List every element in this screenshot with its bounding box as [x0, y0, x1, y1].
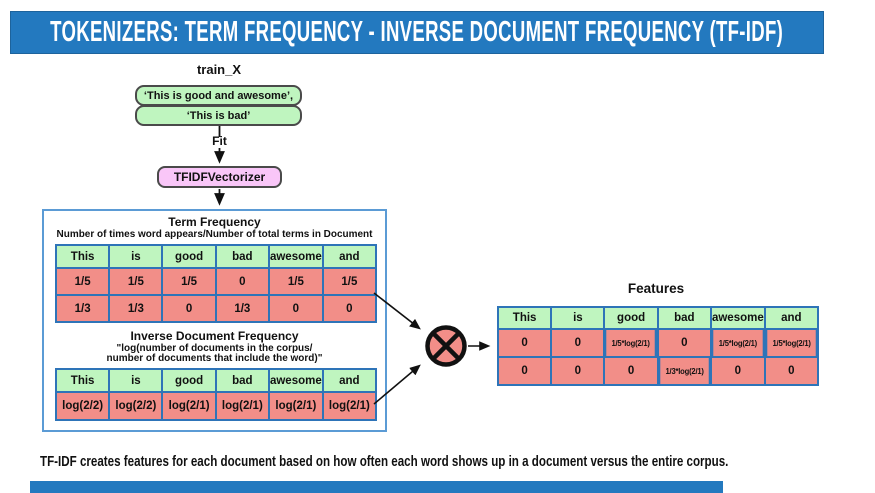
features-header-cell: awesome: [711, 308, 764, 328]
idf-title: Inverse Document Frequency: [130, 329, 299, 343]
tf-cell: 1/5: [323, 269, 375, 294]
tf-cell: 0: [216, 269, 268, 294]
tf-header-cell: awesome: [269, 246, 322, 267]
features-cell: 1/5*log(2/1): [606, 330, 656, 356]
features-cell: 0: [658, 330, 710, 356]
tf-cell: 0: [163, 296, 215, 321]
train-x-label: train_X: [196, 62, 242, 77]
features-cell: 0: [765, 358, 817, 384]
tf-title: Term Frequency: [168, 215, 261, 229]
footer-bar: [30, 481, 723, 493]
features-table: This is good bad awesome and 0 0 1/5*log…: [497, 306, 819, 386]
features-cell: 1/5*log(2/1): [767, 330, 816, 356]
idf-header-cell: awesome: [269, 370, 322, 391]
tf-cell: 0: [323, 296, 375, 321]
document-box-1: ‘This is good and awesome’,: [135, 85, 302, 106]
features-cell: 0: [605, 358, 657, 384]
idf-table: This is good bad awesome and log(2/2) lo…: [55, 368, 377, 421]
features-header-cell: This: [499, 308, 551, 328]
tf-header-cell: good: [163, 246, 215, 267]
features-cell: 0: [499, 358, 551, 384]
page-title: TOKENIZERS: TERM FREQUENCY - INVERSE DOC…: [50, 16, 784, 48]
idf-header-cell: good: [163, 370, 215, 391]
features-cell: 0: [499, 330, 551, 356]
idf-cell: log(2/2): [110, 393, 162, 419]
idf-subtitle-line2: number of documents that include the wor…: [106, 352, 323, 364]
footer-caption: TF-IDF creates features for each documen…: [40, 454, 729, 470]
title-banner: TOKENIZERS: TERM FREQUENCY - INVERSE DOC…: [10, 11, 824, 54]
tf-header-cell: This: [57, 246, 109, 267]
fit-label: Fit: [212, 134, 227, 148]
features-header-cell: is: [552, 308, 604, 328]
idf-subtitle-line1: "log(number of documents in the corpus/: [116, 342, 313, 354]
tf-cell: 1/5: [163, 269, 215, 294]
idf-cell: log(2/1): [216, 393, 268, 419]
tf-cell: 1/5: [57, 269, 109, 294]
features-cell: 0: [711, 358, 764, 384]
tf-cell: 1/5: [269, 269, 322, 294]
features-title: Features: [627, 281, 685, 296]
tf-cell: 1/5: [110, 269, 162, 294]
features-cell: 0: [552, 358, 604, 384]
idf-header-cell: is: [110, 370, 162, 391]
tf-header-cell: is: [110, 246, 162, 267]
idf-header-cell: and: [323, 370, 375, 391]
features-header-cell: bad: [658, 308, 710, 328]
features-header-cell: good: [605, 308, 657, 328]
features-header-cell: and: [765, 308, 817, 328]
features-cell: 0: [552, 330, 604, 356]
tf-cell: 1/3: [110, 296, 162, 321]
multiply-icon: [425, 325, 467, 367]
tf-header-cell: and: [323, 246, 375, 267]
tf-cell: 0: [269, 296, 322, 321]
idf-cell: log(2/1): [163, 393, 215, 419]
tf-cell: 1/3: [216, 296, 268, 321]
tf-table: This is good bad awesome and 1/5 1/5 1/5…: [55, 244, 377, 323]
idf-header-cell: This: [57, 370, 109, 391]
document-box-2: ‘This is bad’: [135, 105, 302, 126]
vectorizer-box: TFIDFVectorizer: [157, 166, 282, 188]
idf-cell: log(2/1): [269, 393, 322, 419]
idf-cell: log(2/1): [323, 393, 375, 419]
tf-header-cell: bad: [216, 246, 268, 267]
idf-cell: log(2/2): [57, 393, 109, 419]
tf-cell: 1/3: [57, 296, 109, 321]
idf-header-cell: bad: [216, 370, 268, 391]
features-cell: 1/5*log(2/1): [713, 330, 763, 356]
tf-subtitle: Number of times word appears/Number of t…: [56, 228, 373, 240]
features-cell: 1/3*log(2/1): [660, 358, 709, 384]
tf-idf-panel: Term Frequency Number of times word appe…: [42, 209, 387, 432]
